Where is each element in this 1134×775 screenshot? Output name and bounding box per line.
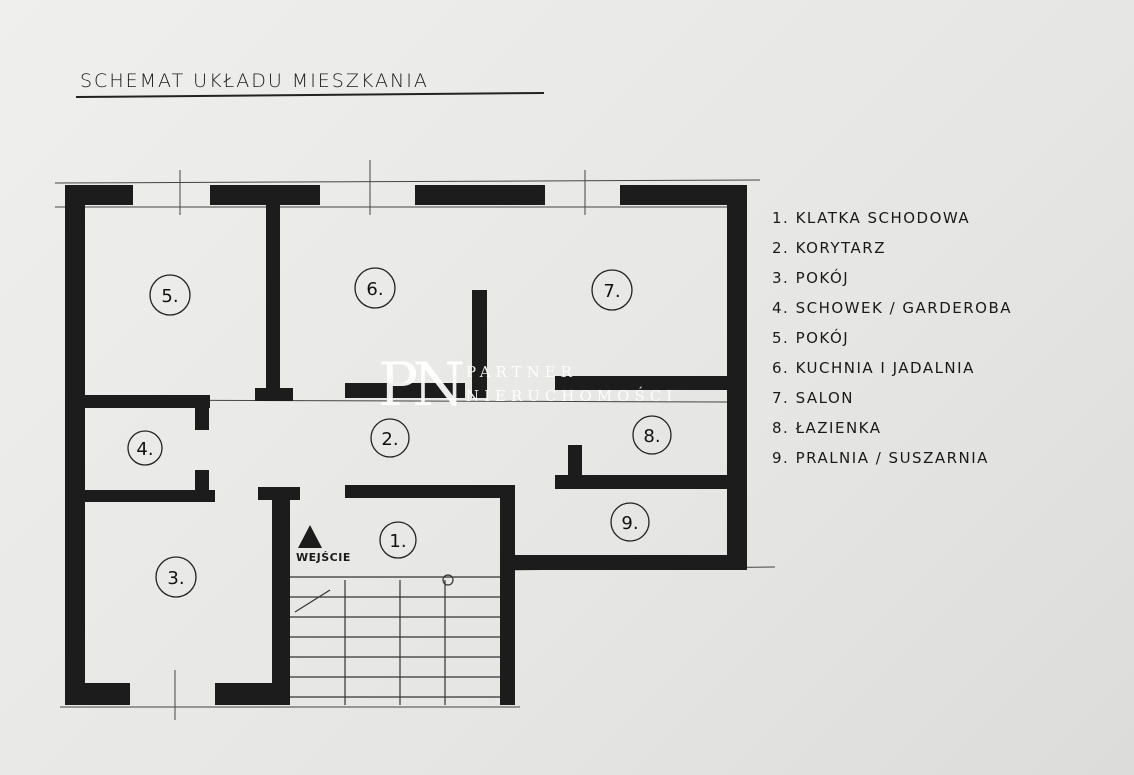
sketch-lines: [54, 160, 776, 720]
legend-item: 7. SALON: [772, 389, 854, 407]
room-5-label: 5.: [161, 286, 178, 307]
legend-item: 2. KORYTARZ: [772, 239, 886, 257]
room-9-label: 9.: [621, 513, 638, 534]
room-7-label: 7.: [603, 281, 620, 302]
legend-item: 3. POKÓJ: [772, 269, 850, 287]
watermark-line1: PARTNER: [466, 363, 577, 381]
room-3-label: 3.: [167, 568, 184, 589]
watermark-line2: NIERUCHOMOŚCI: [466, 387, 678, 405]
room-4-label: 4.: [136, 439, 153, 460]
legend-item: 1. KLATKA SCHODOWA: [772, 209, 971, 227]
room-8-label: 8.: [643, 426, 660, 447]
plan-title: SCHEMAT UKŁADU MIESZKANIA: [80, 70, 429, 92]
entrance-label: WEJŚCIE: [296, 551, 351, 564]
room-circles: [127, 267, 672, 598]
entrance-arrow-icon: [298, 525, 322, 548]
legend-item: 8. ŁAZIENKA: [772, 419, 882, 437]
room-1-label: 1.: [389, 531, 406, 552]
legend-item: 5. POKÓJ: [772, 329, 850, 347]
room-6-label: 6.: [366, 279, 383, 300]
legend-item: 9. PRALNIA / SUSZARNIA: [772, 449, 989, 467]
walls: [65, 185, 747, 705]
legend-item: 6. KUCHNIA I JADALNIA: [772, 359, 975, 377]
room-legend: 1. KLATKA SCHODOWA 2. KORYTARZ 3. POKÓJ …: [772, 203, 1012, 473]
legend-item: 4. SCHOWEK / GARDEROBA: [772, 299, 1013, 317]
room-2-label: 2.: [381, 429, 398, 450]
watermark-logo: PN: [378, 350, 465, 420]
staircase: [290, 574, 500, 705]
watermark: PN PARTNER NIERUCHOMOŚCI: [378, 350, 672, 420]
